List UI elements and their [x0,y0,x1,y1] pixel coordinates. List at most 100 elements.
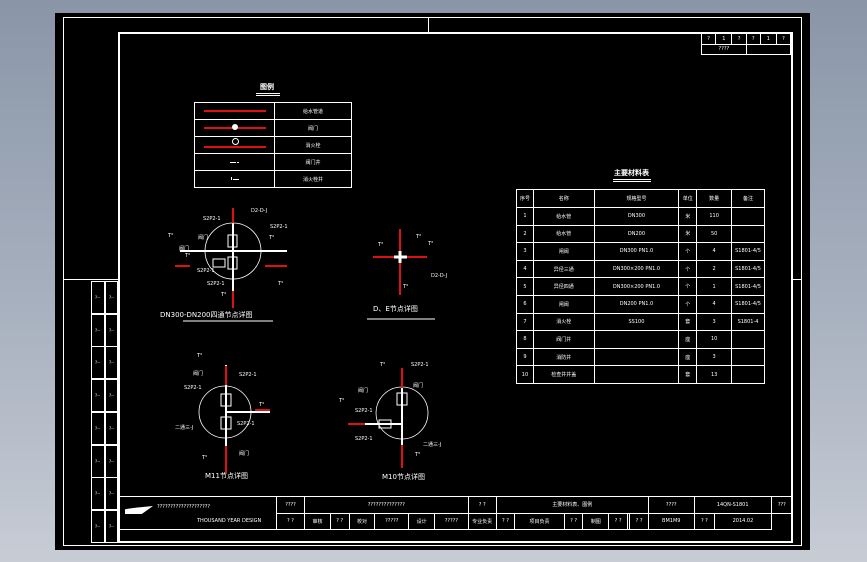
table-cell: 个 [678,294,698,314]
table-cell [731,365,765,384]
tb-cell: ? ? [608,512,628,530]
strip-cell-text: ?-- [109,425,115,431]
outer-frame [63,17,802,546]
tb-cell: ???? [276,496,305,514]
legend-table: 给水管道 阀门 消火栓 阀门井 消火栓井 [194,102,352,188]
company-cell: ???????????????????? THOUSAND YEAR DESIG… [118,496,277,530]
materials-title: 主要材料表 [614,169,649,177]
inner-frame [118,32,793,543]
node-tag-label: T° [268,235,275,241]
valve-icon [227,234,238,248]
strip-cell-text: ?-- [109,458,115,464]
tb-cell: ? ? [693,512,716,530]
valve-icon [220,393,232,407]
tb-cell: 项目负责 [514,512,565,530]
node-tag-label: T° [414,452,421,458]
node-m-detail: M11节点详图 [198,365,270,480]
tb-cell: 校对 [348,512,376,530]
valve-icon [396,392,408,406]
node-annotation: S2P2-1 [207,281,225,287]
drawing-number: 14QN-S1801 [693,496,772,514]
strip-cell: ?-- [91,313,105,347]
strip-cell: ?-- [91,477,105,511]
table-header: 备注 [731,189,765,208]
tb-cell: ? ? [563,512,584,530]
tb-cell: 专业负责 [467,512,497,530]
drawing-sheet: ? 1 ? ? 1 ? ???? 图例 给水管道 阀门 消火栓 阀门井 [55,13,810,550]
left-revision-strip: ?--?--?--?--?--?--?--?--?--?--?--?--?--?… [91,281,118,543]
strip-cell: ?-- [105,313,118,347]
legend-title: 图例 [260,83,274,91]
table-cell: 检查井井盖 [532,365,595,384]
tb-cell: ? ? [467,496,497,514]
node-annotation: 阀门 [179,245,189,252]
corner-box: ? 1 ? ? 1 ? ???? [700,33,792,55]
node-tag-label: T° [377,242,384,248]
node-dn300-detail: DN300-DN200四通节点详图 [160,208,287,322]
table-header: 数量 [696,189,733,208]
strip-cell: ?-- [91,444,105,478]
strip-cell-text: ?-- [95,523,101,529]
corner-cell [745,43,792,55]
strip-cell-text: ?-- [95,295,101,300]
node-tag-label: T° [196,353,203,359]
tb-cell: ? ? [495,512,516,530]
node-annotation: 阀门 [198,234,208,241]
node-tag-label: T° [379,362,386,368]
tb-cell: ???? [647,496,695,514]
tb-cell: ? ? [629,512,649,530]
strip-cell-text: ?-- [95,425,101,431]
table-cell: 个 [678,242,698,261]
tb-cell: ? ? [276,512,305,530]
table-cell: 10 [516,365,534,384]
node-annotation: S2P2-1 [239,372,257,378]
valve-icon [220,416,232,430]
strip-cell-text: ?-- [95,360,101,366]
strip-cell: ?-- [105,281,118,314]
strip-cell: ?-- [105,379,118,413]
tb-cell [626,512,631,530]
node-tag-label: T° [184,253,191,259]
valve-icon [212,258,226,268]
title-block: ???????????????????? THOUSAND YEAR DESIG… [118,496,794,530]
node-annotation: S2P2-1 [184,385,202,391]
strip-cell-text: ?-- [109,523,115,529]
node-tag-label: T° [201,455,208,461]
node-tag-label: T° [402,284,409,290]
strip-cell-text: ?-- [95,491,101,497]
node-d-detail: D、E节点详图 [367,229,435,320]
tb-cell: BM1M9 [647,512,695,530]
tb-cell: ??? [770,496,794,514]
node-annotation: S2P2-1 [197,268,215,274]
node-caption: M10节点详图 [382,472,425,481]
title-underline [613,179,651,180]
node-annotation: 阀门 [239,450,249,457]
drawing-title: 主要材料表、图例 [495,496,649,514]
table-cell: 米 [678,207,698,226]
node-annotation: 阀门 [193,370,203,377]
strip-cell: ?-- [91,411,105,445]
node-annotation: 阀门 [358,387,368,394]
frame-tick [63,279,118,280]
node-annotation: S2P2-1 [355,408,373,414]
node-m10-detail: M10节点详图 [348,368,429,481]
strip-cell-text: ?-- [95,327,101,333]
company-logo-icon [125,506,153,514]
table-header: 序号 [516,189,534,208]
node-annotation: S2P2-1 [411,362,429,368]
strip-cell: ?-- [105,411,118,445]
node-tag-label: T° [277,281,284,287]
strip-cell-text: ?-- [109,360,115,366]
node-tag-label: T° [338,398,345,404]
tb-cell: ????? [434,512,469,530]
strip-cell-text: ?-- [109,393,115,399]
node-caption: DN300-DN200四通节点详图 [160,310,253,319]
table-cell: S1801-4 [731,312,765,332]
